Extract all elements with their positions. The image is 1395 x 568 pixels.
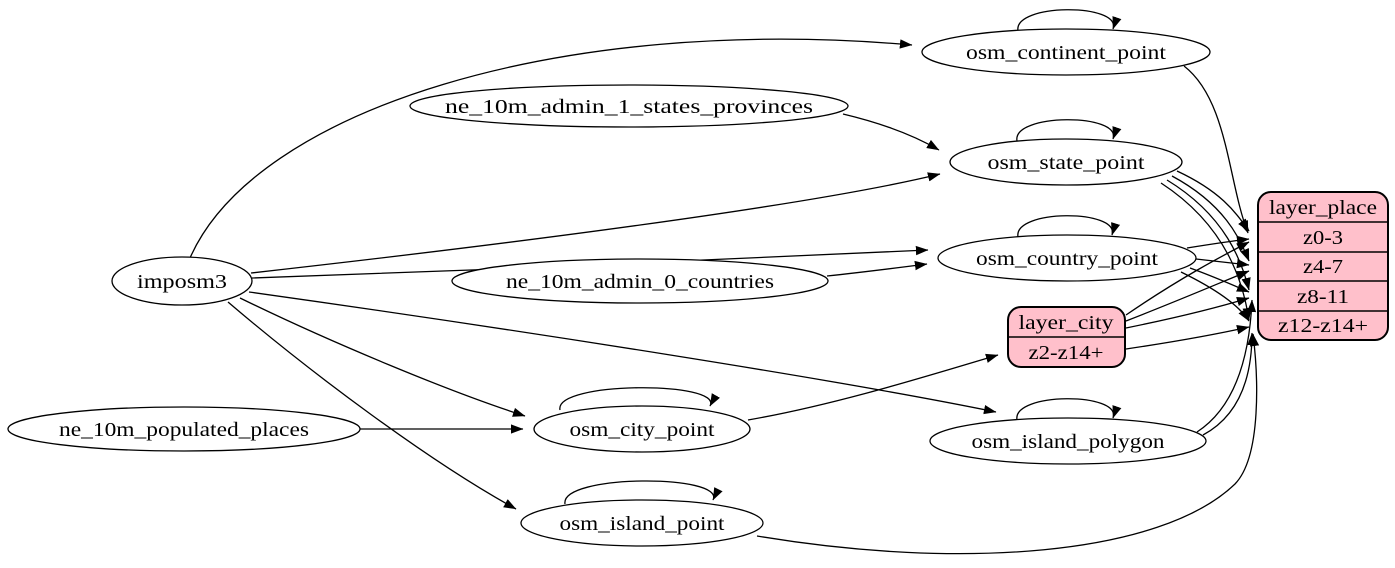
edge-osm_island_point-to-layer_place-z12-z14: [756, 333, 1260, 555]
node-ne_10m_admin_0_countries: ne_10m_admin_0_countries: [451, 258, 829, 304]
selfloop-osm_state_point: [1016, 119, 1122, 142]
layer_city-row-z2-z14: z2-z14+: [1029, 342, 1104, 364]
edge-osm_country_point-to-layer_place-z4-7: [1195, 258, 1250, 269]
ne_10m_admin_0_countries-shape: [451, 258, 829, 304]
node-osm_state_point: osm_state_point: [949, 138, 1183, 186]
osm_country_point-shape: [937, 234, 1197, 282]
node-ne_10m_populated_places: ne_10m_populated_places: [7, 406, 361, 452]
selfloop-osm_island_point: [564, 480, 723, 505]
edge-imposm3-to-osm_city_point: [239, 297, 526, 417]
layer_place-box: [1257, 191, 1389, 341]
edge-imposm3-to-osm_island_polygon: [248, 291, 997, 415]
ne_10m_populated_places-shape: [7, 406, 361, 452]
selfloop-osm_city_point: [559, 387, 720, 411]
edge-osm_country_point-to-layer_place-z0-3: [1186, 235, 1250, 249]
imposm3-shape: [111, 256, 253, 306]
edge-imposm3-to-osm_continent_point: [189, 38, 913, 259]
selfloop-osm_island_polygon: [1016, 398, 1122, 421]
selfloop-osm_continent_point: [1017, 9, 1122, 32]
node-imposm3: imposm3: [111, 256, 253, 306]
node-osm_country_point: osm_country_point: [937, 234, 1197, 282]
edge-osm_state_point-to-layer_place-z0-3: [1176, 170, 1250, 232]
edge-imposm3-to-osm_island_point: [227, 301, 517, 510]
layer_place-row-z12-z14: z12-z14+: [1278, 315, 1368, 337]
edge-layer_city-to-layer_place-z8-11: [1125, 297, 1250, 329]
edge-osm_state_point-to-layer_place-z4-7: [1171, 175, 1250, 262]
edge-osm_continent_point-to-layer_place-z0-3: [1183, 65, 1249, 234]
ne_10m_admin_1_states_provinces-label: ne_10m_admin_1_states_provinces: [445, 96, 813, 118]
edge-layer: [189, 9, 1260, 555]
layer_place-row-z8-11: z8-11: [1297, 286, 1349, 308]
osm_state_point-shape: [949, 138, 1183, 186]
node-layer_city: layer_city z2-z14+: [1007, 306, 1126, 368]
node-ne_10m_admin_1_states_provinces: ne_10m_admin_1_states_provinces: [409, 84, 849, 128]
osm_island_polygon-label: osm_island_polygon: [972, 431, 1165, 453]
layer_place-row-z4-7: z4-7: [1303, 256, 1343, 278]
node-osm_island_point: osm_island_point: [520, 499, 764, 547]
osm_island_polygon-shape: [929, 417, 1207, 465]
edge-layer_city-to-layer_place-z4-7: [1125, 270, 1250, 322]
selfloop-osm_country_point: [1017, 215, 1120, 238]
node-layer_place: layer_place z0-3 z4-7 z8-11 z12-z14+: [1257, 191, 1389, 341]
ne_10m_admin_0_countries-label: ne_10m_admin_0_countries: [506, 271, 774, 293]
imposm3-label: imposm3: [137, 271, 227, 293]
node-osm_continent_point: osm_continent_point: [921, 28, 1211, 76]
edge-osm_city_point-to-layer_city-z2: [747, 353, 999, 421]
ne_10m_populated_places-label: ne_10m_populated_places: [59, 419, 309, 441]
layer_city-title: layer_city: [1019, 312, 1114, 334]
osm_island_point-shape: [520, 499, 764, 547]
edge-osm_country_point-to-layer_place-z12-z14: [1180, 271, 1250, 322]
osm_continent_point-label: osm_continent_point: [966, 42, 1167, 64]
osm_island_point-label: osm_island_point: [560, 513, 726, 535]
osm_state_point-label: osm_state_point: [988, 152, 1146, 174]
edge-layer_city-to-layer_place-z12-z14: [1125, 325, 1250, 350]
edge-ne_10m_admin_1_states_provinces-to-osm_state_point: [842, 113, 940, 151]
edge-osm_country_point-to-layer_place-z8-11: [1189, 267, 1250, 293]
edge-ne_10m_admin_0_countries-to-osm_country_point: [826, 260, 928, 277]
edge-layer_city-to-layer_place-z0-3: [1125, 241, 1250, 316]
osm_country_point-label: osm_country_point: [976, 248, 1159, 270]
node-osm_city_point: osm_city_point: [533, 405, 751, 453]
layer_place-row-z0-3: z0-3: [1303, 227, 1343, 249]
edge-osm_island_polygon-to-layer_place-z12-z14: [1202, 332, 1257, 436]
edge-imposm3-to-osm_state_point: [250, 172, 941, 274]
layer_place-title: layer_place: [1269, 197, 1377, 219]
edge-osm_island_polygon-to-layer_place-z8-11: [1196, 299, 1257, 433]
osm_continent_point-shape: [921, 28, 1211, 76]
edge-osm_state_point-to-layer_place-z12-z14: [1160, 182, 1252, 321]
node-osm_island_polygon: osm_island_polygon: [929, 417, 1207, 465]
osm_city_point-shape: [533, 405, 751, 453]
ne_10m_admin_1_states_provinces-shape: [409, 84, 849, 128]
osm_city_point-label: osm_city_point: [570, 419, 716, 441]
